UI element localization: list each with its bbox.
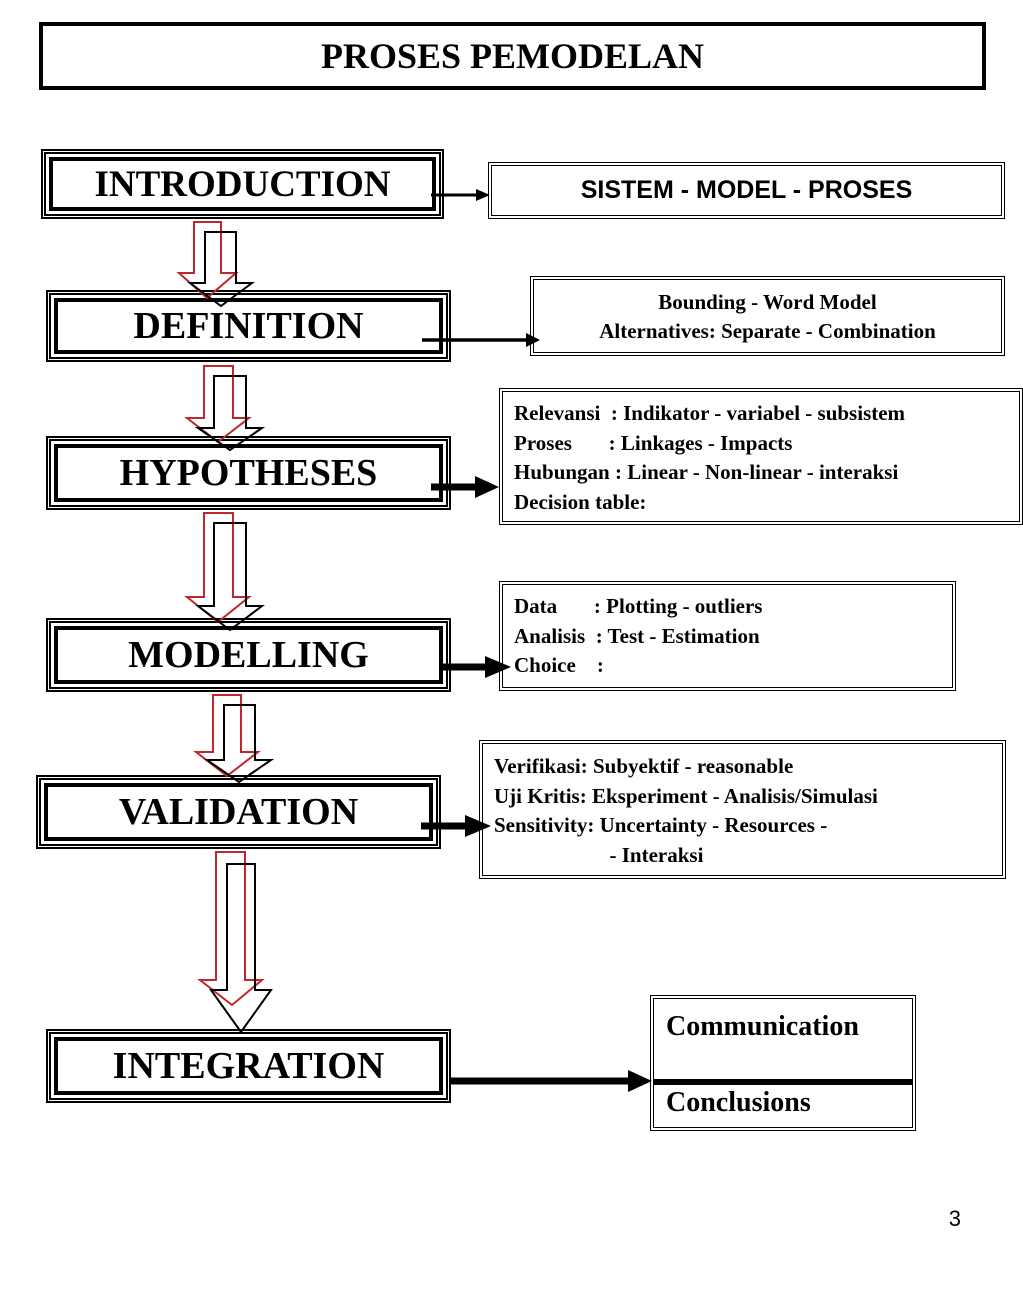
modelling-detail-line: Choice : [514, 653, 604, 677]
stage-modelling: MODELLING [46, 618, 451, 692]
stage-hypotheses-label: HYPOTHESES [119, 452, 378, 494]
validation-detail-line: Verifikasi: Subyektif - reasonable [494, 754, 794, 778]
hypotheses-detail-line: Relevansi : Indikator - variabel - subsi… [514, 401, 906, 425]
stage-introduction: INTRODUCTION [41, 149, 444, 219]
page-title: PROSES PEMODELAN [39, 22, 986, 90]
right-arrow-introduction [431, 189, 490, 201]
definition-detail: Bounding - Word Model Alternatives: Sepa… [530, 276, 1005, 356]
stage-validation: VALIDATION [36, 775, 441, 849]
modelling-detail-line: Data : Plotting - outliers [514, 594, 763, 618]
stage-hypotheses: HYPOTHESES [46, 436, 451, 510]
stage-integration: INTEGRATION [46, 1029, 451, 1103]
down-arrow-hypotheses-modelling [184, 512, 265, 632]
validation-detail-line: Sensitivity: Uncertainty - Resources - [494, 813, 828, 837]
hypotheses-detail-line: Hubungan : Linear - Non-linear - interak… [514, 460, 899, 484]
validation-detail-line: - Interaksi [494, 842, 704, 867]
integration-detail-conclusions: Conclusions [666, 1087, 811, 1118]
right-arrow-validation [421, 815, 491, 837]
stage-validation-label: VALIDATION [118, 791, 359, 833]
validation-detail-line: Uji Kritis: Eksperiment - Analisis/Simul… [494, 783, 878, 808]
introduction-detail-text: SISTEM - MODEL - PROSES [580, 175, 913, 204]
stage-definition: DEFINITION [46, 290, 451, 362]
definition-detail-line: Alternatives: Separate - Combination [599, 319, 936, 343]
right-arrow-integration [450, 1070, 652, 1092]
down-arrow-validation-integration [197, 851, 273, 1034]
definition-detail-line: Bounding - Word Model [658, 290, 877, 314]
integration-detail: Communication Conclusions [650, 995, 916, 1131]
modelling-detail: Data : Plotting - outliers Analisis : Te… [499, 581, 956, 691]
introduction-detail: SISTEM - MODEL - PROSES [488, 162, 1005, 219]
right-arrow-definition [422, 333, 540, 347]
integration-detail-communication: Communication [666, 1011, 859, 1042]
down-arrow-modelling-validation [193, 694, 275, 784]
validation-detail: Verifikasi: Subyektif - reasonable Uji K… [479, 740, 1006, 879]
hypotheses-detail: Relevansi : Indikator - variabel - subsi… [499, 388, 1023, 525]
hypotheses-detail-line: Proses : Linkages - Impacts [514, 430, 793, 455]
hypotheses-detail-line: Decision table: [514, 489, 647, 514]
integration-detail-divider [654, 1079, 912, 1085]
right-arrow-modelling [441, 656, 511, 678]
stage-modelling-label: MODELLING [128, 634, 369, 676]
down-arrow-definition-hypotheses [184, 365, 266, 452]
page-number: 3 [948, 1206, 961, 1231]
stage-definition-label: DEFINITION [133, 305, 364, 347]
down-arrow-intro-definition [176, 221, 256, 308]
right-arrow-hypotheses [431, 476, 499, 498]
stage-integration-label: INTEGRATION [112, 1045, 385, 1087]
modelling-detail-line: Analisis : Test - Estimation [514, 623, 760, 648]
stage-introduction-label: INTRODUCTION [94, 163, 391, 205]
